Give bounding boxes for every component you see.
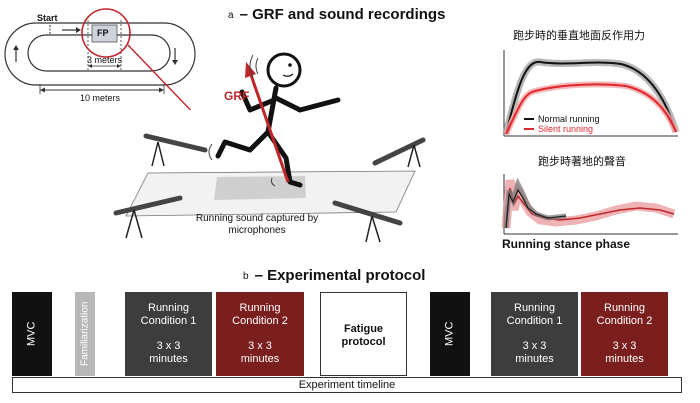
arrow-right-icon [76, 27, 81, 33]
block-duration-line2: minutes [515, 353, 554, 365]
protocol-block-mvc-2: MVC [430, 292, 470, 376]
block-label-line2: Condition 1 [140, 315, 197, 327]
silent-running-line [505, 83, 677, 135]
panel-b-letter: b [243, 270, 249, 282]
block-duration-line2: minutes [240, 353, 280, 365]
fp-highlight-circle [81, 8, 131, 58]
panel-a-title-text: – GRF and sound recordings [239, 6, 446, 23]
block-label-line1: Running [148, 302, 189, 314]
panel-a-letter: a [228, 9, 234, 21]
silent-sound-band [501, 179, 676, 229]
legend-silent-swatch [524, 128, 534, 130]
panel-b-title-text: – Experimental protocol [254, 267, 426, 284]
block-label-line2: protocol [341, 336, 386, 348]
block-label-line2: Condition 2 [596, 315, 653, 327]
panel-a-title: a – GRF and sound recordings [228, 6, 445, 23]
legend-normal-swatch [524, 118, 534, 120]
panel-b-title: b – Experimental protocol [243, 267, 425, 284]
microphone-icon [113, 195, 183, 239]
arrow-up-icon [13, 45, 19, 50]
block-label: Familiarization [79, 301, 91, 367]
force-plate-box [91, 24, 118, 43]
normal-running-line [505, 60, 677, 135]
grf-label: GRF [224, 89, 250, 103]
protocol-block-mvc-1: MVC [12, 292, 52, 376]
grf-chart-title: 跑步時的垂直地面反作用力 [513, 30, 645, 42]
fp-label: FP [97, 28, 109, 38]
track-outer-oval [4, 22, 196, 86]
block-label-line1: Running [604, 302, 645, 314]
force-plate-area [214, 176, 306, 200]
block-duration-line1: 3 x 3 [248, 340, 272, 352]
block-label-line1: Running [514, 302, 555, 314]
block-label: MVC [25, 321, 38, 347]
mic-caption-line1: Running sound captured by [195, 213, 319, 224]
block-duration-line1: 3 x 3 [612, 340, 637, 352]
fp-pointer-line [127, 44, 192, 110]
microphone-icon [143, 133, 208, 167]
legend-silent: Silent running [524, 124, 600, 134]
grf-legend: Normal running Silent running [524, 114, 600, 134]
block-duration-line2: minutes [605, 353, 644, 365]
block-label-line1: Running [239, 302, 281, 314]
sound-chart-xlabel: Running stance phase [502, 237, 631, 251]
runway-scene [113, 52, 426, 243]
normal-sound-line [505, 188, 567, 229]
legend-normal: Normal running [524, 114, 600, 124]
legend-silent-label: Silent running [538, 124, 594, 134]
block-label-line2: Condition 1 [506, 315, 563, 327]
legend-normal-label: Normal running [538, 114, 600, 124]
runner-eye [288, 63, 292, 67]
short-length-label: 3 meters [87, 55, 123, 65]
block-duration-line2: minutes [149, 353, 188, 365]
sound-chart [501, 174, 678, 235]
mic-caption-line2: microphones [228, 225, 286, 236]
sound-chart-title: 跑步時著地的聲音 [538, 156, 626, 168]
protocol-block-familiarization: Familiarization [75, 292, 95, 376]
experiment-timeline: Experiment timeline [12, 377, 682, 393]
block-duration-line1: 3 x 3 [156, 340, 181, 352]
grf-chart [502, 50, 680, 137]
mic-caption: Running sound captured by microphones [182, 213, 332, 237]
block-label-line2: Condition 2 [232, 315, 288, 327]
microphone-icon [372, 137, 426, 168]
grf-arrow [248, 71, 290, 183]
long-length-label: 10 meters [80, 93, 121, 103]
track-diagram [4, 8, 196, 110]
block-label: MVC [443, 321, 456, 347]
microphone-icon [332, 200, 403, 243]
block-label-line1: Fatigue [343, 323, 384, 335]
runner-figure [215, 52, 341, 188]
arrow-down-icon [172, 60, 178, 65]
start-label: Start [37, 13, 58, 23]
block-duration-line1: 3 x 3 [522, 340, 547, 352]
